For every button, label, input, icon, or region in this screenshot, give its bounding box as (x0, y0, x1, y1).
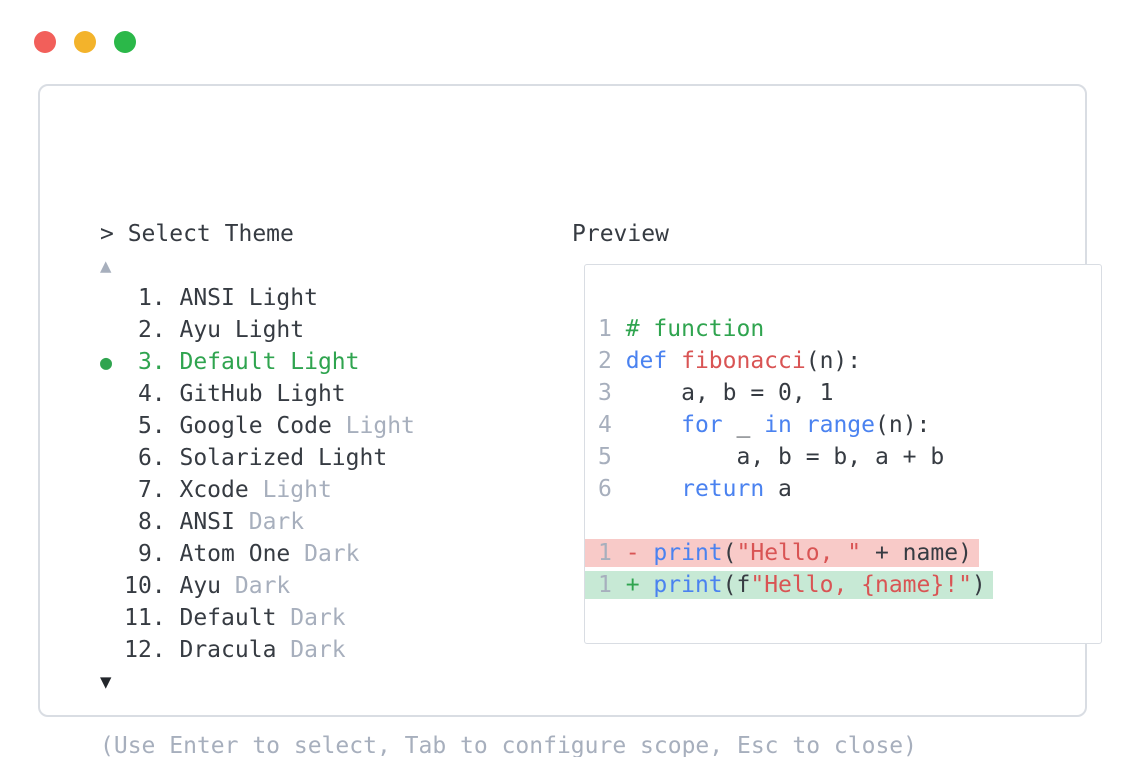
spacer (100, 698, 917, 730)
theme-number: 7. (124, 477, 180, 503)
code-line: 3 a, b = 0, 1 (598, 377, 1101, 409)
theme-list-item[interactable]: 9. Atom One Dark (100, 538, 917, 570)
theme-name: Default (179, 605, 277, 631)
line-number: 6 (598, 476, 626, 502)
selected-dot-icon (100, 318, 124, 342)
preview-title: Preview (572, 221, 669, 247)
selected-dot-icon (100, 478, 124, 502)
diff-line: 1 + print(f"Hello, {name}!") (585, 569, 1101, 601)
theme-number: 6. (124, 445, 180, 471)
theme-picker-panel: > Select Theme ▲ 1. ANSI Light 2. Ayu Li… (38, 84, 1102, 757)
code-line: 4 for _ in range(n): (598, 409, 1101, 441)
code-tokens: a, b = b, a + b (625, 444, 945, 470)
theme-name: ANSI Light (179, 285, 318, 311)
scroll-down-icon[interactable]: ▼ (100, 671, 112, 693)
theme-name: Default Light (179, 349, 360, 375)
code-tokens: # function (625, 316, 765, 342)
theme-list-item[interactable]: ● 3. Default Light (100, 346, 917, 378)
selected-dot-icon (100, 446, 124, 470)
theme-name-suffix: Dark (276, 637, 346, 663)
keyboard-hints: (Use Enter to select, Tab to configure s… (100, 733, 917, 757)
theme-name-suffix: Light (331, 413, 415, 439)
line-number: 1 (598, 540, 626, 566)
diff-sign: + (625, 572, 654, 598)
theme-number: 2. (124, 317, 180, 343)
theme-name: Atom One (179, 541, 291, 567)
theme-list-item[interactable]: 11. Default Dark (100, 602, 917, 634)
selected-dot-icon (100, 286, 124, 310)
close-window-button[interactable] (34, 31, 56, 53)
line-number: 2 (598, 348, 626, 374)
minimize-window-button[interactable] (74, 31, 96, 53)
theme-list-item[interactable]: 7. Xcode Light (100, 474, 917, 506)
diff-line: 1 - print("Hello, " + name) (585, 537, 1101, 569)
code-tokens: def fibonacci(n): (625, 348, 862, 374)
theme-list-item[interactable]: 5. Google Code Light (100, 410, 917, 442)
selected-dot-icon (100, 638, 124, 662)
theme-list-section: > Select Theme ▲ 1. ANSI Light 2. Ayu Li… (100, 218, 917, 757)
theme-name-suffix: Dark (234, 509, 305, 535)
code-line: 6 return a (598, 473, 1101, 505)
line-number: 4 (598, 412, 626, 438)
selected-dot-icon (100, 574, 124, 598)
line-number: 5 (598, 444, 626, 470)
theme-list-item[interactable]: 8. ANSI Dark (100, 506, 917, 538)
theme-number: 3. (124, 349, 180, 375)
selected-dot-icon (100, 510, 124, 534)
code-tokens: return a (681, 476, 792, 502)
theme-name: Solarized Light (179, 445, 388, 471)
selected-dot-icon: ● (100, 350, 125, 374)
theme-list-item[interactable]: 10. Ayu Dark (100, 570, 917, 602)
code-tokens: a, b = 0, 1 (625, 380, 834, 406)
theme-name: GitHub Light (179, 381, 346, 407)
code-tokens: for _ in range(n): (681, 412, 931, 438)
selected-dot-icon (100, 542, 124, 566)
theme-list-item[interactable]: 2. Ayu Light (100, 314, 917, 346)
theme-list: 1. ANSI Light 2. Ayu Light● 3. Default L… (100, 282, 917, 666)
diff-sign: - (625, 540, 654, 566)
code-line: 2 def fibonacci(n): (598, 345, 1101, 377)
theme-number: 4. (124, 381, 180, 407)
theme-name: Xcode (179, 477, 249, 503)
maximize-window-button[interactable] (114, 31, 136, 53)
code-line: 5 a, b = b, a + b (598, 441, 1101, 473)
code-blank-line (598, 505, 1101, 537)
theme-name: Ayu Light (179, 317, 305, 343)
theme-list-item[interactable]: 12. Dracula Dark (100, 634, 917, 666)
diff-sample: 1 - print("Hello, " + name)1 + print(f"H… (585, 537, 1101, 601)
theme-number: 9. (124, 541, 180, 567)
theme-list-item[interactable]: 1. ANSI Light (100, 282, 917, 314)
code-tokens: print("Hello, " + name) (653, 540, 972, 566)
theme-name-suffix: Dark (276, 605, 346, 631)
theme-list-item[interactable]: 4. GitHub Light (100, 378, 917, 410)
theme-number: 12. (124, 637, 180, 663)
theme-name: Dracula (179, 637, 277, 663)
theme-number: 5. (124, 413, 180, 439)
selected-dot-icon (100, 382, 124, 406)
theme-name: Ayu (179, 573, 222, 599)
line-number: 1 (598, 572, 626, 598)
line-number: 1 (598, 316, 626, 342)
theme-number: 10. (124, 573, 180, 599)
line-number: 3 (598, 380, 626, 406)
scroll-up-icon[interactable]: ▲ (100, 255, 112, 277)
theme-name: ANSI (179, 509, 235, 535)
selected-dot-icon (100, 606, 124, 630)
selected-dot-icon (100, 414, 124, 438)
theme-number: 8. (124, 509, 180, 535)
theme-name-suffix: Light (248, 477, 332, 503)
code-tokens: print(f"Hello, {name}!") (653, 572, 986, 598)
theme-list-item[interactable]: 6. Solarized Light (100, 442, 917, 474)
theme-name-suffix: Dark (221, 573, 291, 599)
window-controls (34, 31, 136, 53)
theme-name: Google Code (179, 413, 332, 439)
theme-name-suffix: Dark (290, 541, 360, 567)
picker-title: > Select Theme (100, 221, 294, 247)
code-line: 1 # function (598, 313, 1101, 345)
theme-number: 1. (124, 285, 180, 311)
theme-number: 11. (124, 605, 180, 631)
